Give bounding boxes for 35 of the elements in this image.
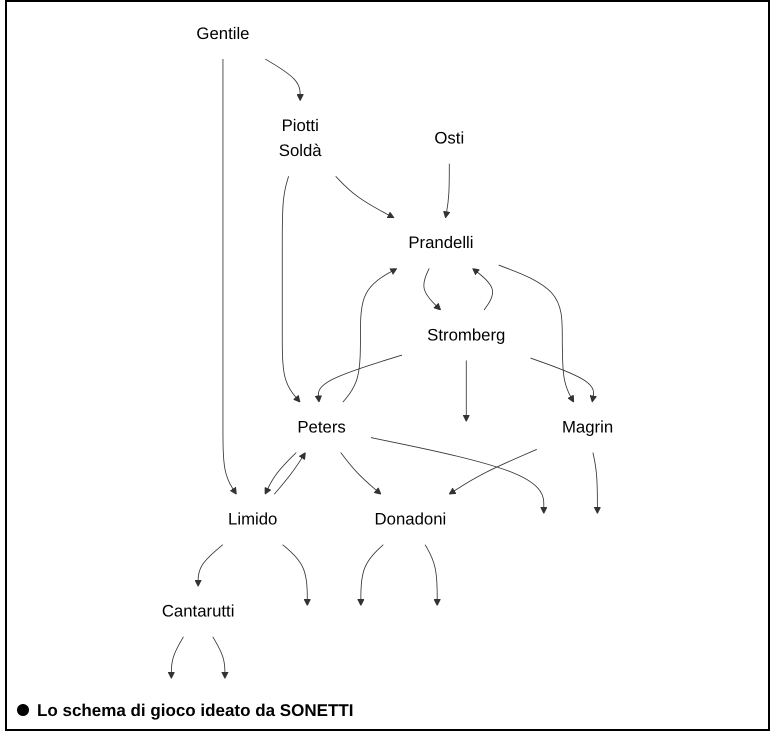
arrow — [462, 360, 470, 422]
arrow — [264, 58, 304, 102]
arrow — [340, 452, 382, 495]
arrow — [222, 58, 237, 495]
node-text: Peters — [297, 418, 346, 437]
arrow — [212, 636, 229, 679]
arrow — [423, 268, 442, 310]
node-text: Magrin — [562, 418, 614, 437]
arrow — [282, 544, 311, 606]
arrow — [472, 268, 493, 311]
caption: Lo schema di gioco ideato da SONETTI — [7, 697, 768, 729]
node-text: Prandelli — [408, 234, 474, 252]
node-text: Cantarutti — [162, 602, 234, 621]
arrow — [443, 163, 450, 218]
arrow — [194, 544, 224, 587]
node-text: Osti — [434, 129, 464, 148]
arrow — [335, 176, 395, 218]
node-text: Stromberg — [427, 326, 506, 344]
node-text: Donadoni — [374, 510, 446, 529]
arrow — [498, 264, 574, 403]
arrow — [357, 544, 384, 606]
arrow — [342, 268, 398, 403]
arrow — [370, 437, 548, 514]
arrow — [592, 452, 602, 514]
node-text: Piotti Soldà — [278, 116, 322, 160]
node-text: Gentile — [196, 24, 250, 44]
arrow — [448, 448, 538, 495]
arrow — [314, 354, 402, 403]
arrow — [424, 544, 441, 606]
node-text: Limido — [228, 510, 278, 529]
arrow — [282, 176, 300, 403]
arrow — [264, 452, 297, 495]
arrow — [274, 452, 306, 495]
arrow — [168, 636, 184, 679]
arrow — [530, 358, 597, 403]
